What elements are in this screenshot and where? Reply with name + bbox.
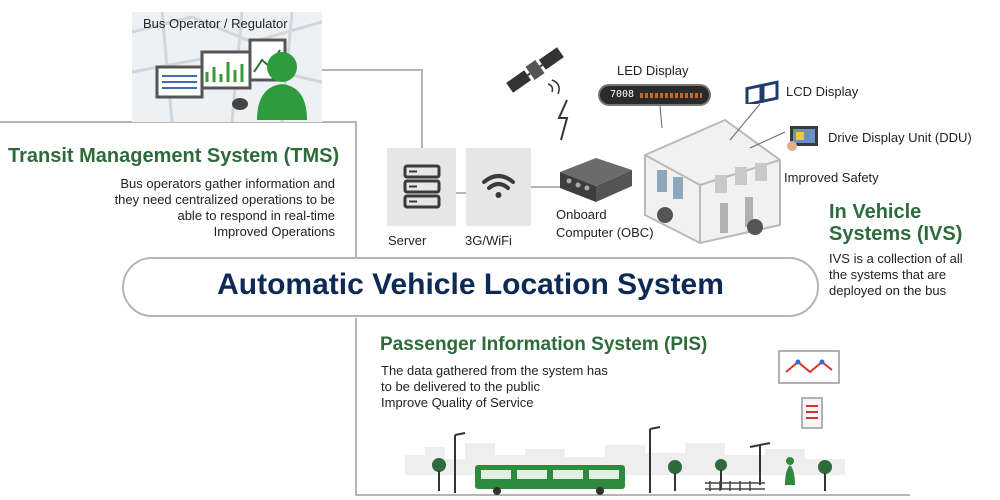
obc-label: Onboard Computer (OBC) — [556, 207, 654, 240]
bus-illustration — [644, 118, 781, 245]
pis-title: Passenger Information System (PIS) — [380, 334, 708, 355]
operator-label: Bus Operator / Regulator — [143, 16, 288, 31]
led-dots — [640, 93, 702, 98]
led-display: 7008 — [598, 84, 711, 106]
lcd-display-icon — [745, 80, 779, 104]
safety-label: Improved Safety — [784, 170, 879, 185]
avl-banner — [122, 257, 819, 317]
ivs-description: IVS is a collection of all the systems t… — [829, 251, 963, 298]
obc-device — [560, 158, 632, 202]
tms-description: Bus operators gather information and the… — [114, 176, 335, 239]
bus-stop-sign-icon — [801, 397, 823, 429]
led-display-label: LED Display — [617, 63, 689, 78]
callout-lines — [659, 103, 786, 149]
avl-title: Automatic Vehicle Location System — [217, 268, 724, 301]
pis-description: The data gathered from the system has to… — [381, 363, 608, 410]
satellite-icon — [506, 47, 564, 95]
ddu-label: Drive Display Unit (DDU) — [828, 130, 972, 145]
network-tile — [466, 148, 531, 226]
route-map-icon — [778, 350, 840, 384]
server-icon — [403, 164, 441, 209]
street-scene — [405, 426, 845, 495]
led-display-text: 7008 — [610, 89, 635, 100]
network-label: 3G/WiFi — [465, 233, 512, 248]
signal-icon — [557, 99, 569, 141]
operator-illustration — [132, 12, 322, 122]
ddu-icon — [787, 126, 818, 151]
wifi-icon — [482, 174, 515, 198]
tms-title: Transit Management System (TMS) — [8, 145, 340, 167]
server-tile — [387, 148, 456, 226]
ivs-title: In Vehicle Systems (IVS) — [829, 201, 963, 245]
server-label: Server — [388, 233, 427, 248]
lcd-display-label: LCD Display — [786, 84, 859, 99]
